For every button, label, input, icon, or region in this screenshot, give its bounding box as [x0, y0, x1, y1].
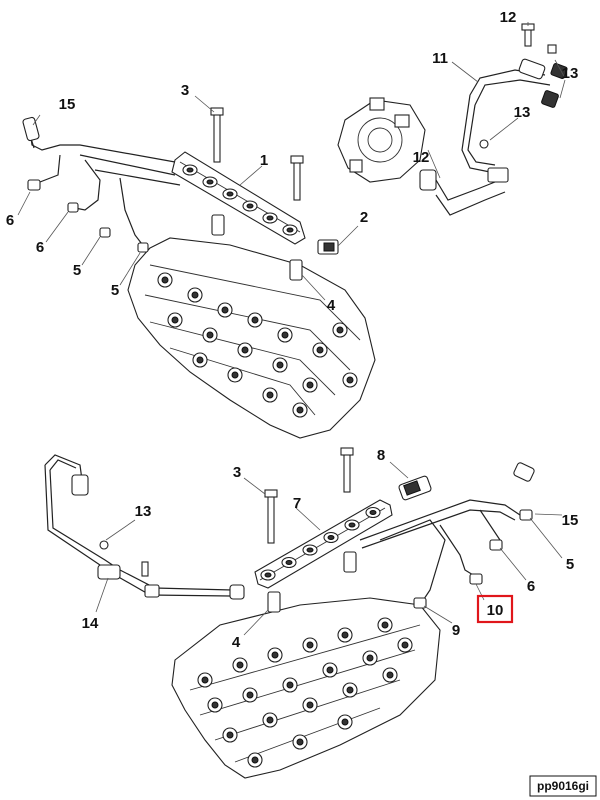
head-boss-core: [366, 654, 374, 662]
callout-c-9: 9: [452, 622, 460, 639]
head-boss-core: [276, 361, 284, 369]
callout-c-8: 8: [377, 447, 385, 464]
cylinder-head-lower: [171, 597, 441, 779]
head-boss-core: [316, 346, 324, 354]
head-boss-core: [401, 641, 409, 649]
head-boss-core: [266, 391, 274, 399]
leaders-upper: [194, 95, 263, 186]
head-boss-core: [221, 306, 229, 314]
head-boss-core: [306, 381, 314, 389]
head-boss-core: [201, 676, 209, 684]
clamp-upper: [211, 214, 326, 301]
head-boss-core: [266, 716, 274, 724]
fuel-rail-lower: [254, 499, 393, 589]
head-boss-core: [271, 651, 279, 659]
head-boss-core: [171, 316, 179, 324]
rail-injector-port-core: [206, 179, 214, 185]
callout-c-6-a: 6: [6, 212, 14, 229]
callout-c-5-a: 5: [73, 262, 81, 279]
callout-c-3-bot: 3: [233, 464, 241, 481]
callout-c-12-mid: 12: [413, 149, 430, 166]
rail-injector-port-core: [348, 522, 356, 528]
rail-injector-port-core: [369, 510, 377, 515]
pressure-sensor-lower: [389, 461, 432, 501]
head-boss-core: [326, 666, 334, 674]
rail-injector-port-core: [306, 547, 314, 553]
head-boss-core: [236, 661, 244, 669]
head-boss-core: [306, 701, 314, 709]
fuel-lines-upper: [17, 114, 181, 286]
head-boss-core: [206, 331, 214, 339]
head-boss-core: [161, 276, 169, 284]
rail-injector-port-core: [285, 560, 293, 565]
head-boss-core: [346, 686, 354, 694]
head-boss-core: [246, 691, 254, 699]
callout-c-13-top: 13: [562, 65, 579, 82]
callout-c-3-top: 3: [181, 82, 189, 99]
rail-injector-port-core: [286, 227, 294, 233]
callout-c-15-top: 15: [59, 96, 76, 113]
head-boss-core: [341, 718, 349, 726]
rail-injector-port-core: [327, 535, 335, 540]
bolt-upper: [210, 107, 304, 201]
head-boss-core: [226, 731, 234, 739]
fuel-lines-lower: [359, 462, 563, 624]
rail-injector-port-core: [226, 191, 234, 197]
leader-7: [295, 507, 321, 531]
callout-c-13-mid: 13: [514, 104, 531, 121]
rail-injector-port-core: [246, 203, 254, 209]
head-boss-core: [211, 701, 219, 709]
head-boss-core: [386, 671, 394, 679]
bolt-lower: [243, 447, 354, 544]
head-boss-core: [346, 376, 354, 384]
highlight-box: [476, 594, 514, 624]
callout-c-4-top: 4: [327, 297, 336, 314]
high-pressure-pump: [337, 97, 437, 191]
supply-line-lower: [44, 454, 245, 613]
head-boss-core: [296, 406, 304, 414]
callout-c-11: 11: [432, 50, 448, 67]
callout-c-1: 1: [260, 152, 268, 169]
callout-c-4-bot: 4: [232, 634, 241, 651]
callout-c-12-top: 12: [500, 9, 517, 26]
fuel-rail-upper: [171, 151, 306, 245]
head-boss-core: [191, 291, 199, 299]
callout-c-5-c: 5: [566, 556, 574, 573]
head-boss-core: [336, 326, 344, 334]
callout-c-10: 10: [487, 602, 504, 619]
callout-c-7: 7: [293, 495, 301, 512]
callout-c-15-bot: 15: [562, 512, 579, 529]
head-boss-core: [306, 641, 314, 649]
head-boss-core: [286, 681, 294, 689]
figure-reference-text: pp9016gi: [537, 779, 589, 793]
pressure-sensor-upper: [317, 225, 359, 255]
rail-injector-port-core: [264, 572, 272, 578]
rail-injector-port-core: [186, 167, 194, 173]
head-boss-core: [341, 631, 349, 639]
head-boss-core: [251, 756, 259, 764]
callout-c-2: 2: [360, 209, 368, 226]
clamp-lower: [243, 551, 357, 636]
head-boss-core: [296, 738, 304, 746]
rail-injector-port-core: [266, 215, 274, 221]
callout-layer: 12 11 13 3 15 13 1 12 6 2 6 5 5 4 8 3 7 13 15 5 6 10 14 9 4: [6, 9, 579, 651]
cylinder-head-upper: [127, 237, 376, 439]
callout-c-5-b: 5: [111, 282, 119, 299]
callout-c-6-b: 6: [36, 239, 44, 256]
head-boss-core: [196, 356, 204, 364]
head-boss-core: [281, 331, 289, 339]
head-boss-core: [241, 346, 249, 354]
head-boss-core: [251, 316, 259, 324]
pump-lines-upper: [427, 22, 568, 216]
figure-reference: pp9016gi: [529, 775, 597, 797]
callout-c-13-bot: 13: [135, 503, 152, 520]
callout-c-6-c: 6: [527, 578, 535, 595]
head-boss-core: [231, 371, 239, 379]
head-boss-core: [381, 621, 389, 629]
callout-c-14: 14: [82, 615, 99, 632]
